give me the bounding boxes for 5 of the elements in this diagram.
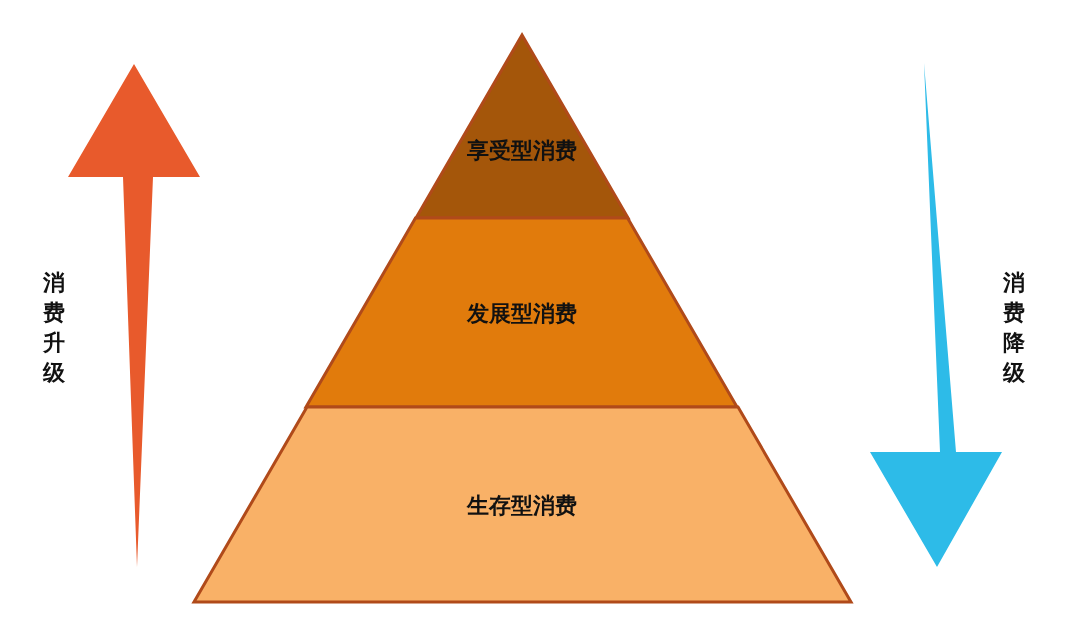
axis-label: 消费升级 <box>42 269 66 387</box>
axis-label: 消费降级 <box>1002 269 1026 387</box>
tier-label: 发展型消费 <box>467 299 577 328</box>
tier-label: 生存型消费 <box>467 491 577 520</box>
tier-label: 享受型消费 <box>467 136 577 165</box>
